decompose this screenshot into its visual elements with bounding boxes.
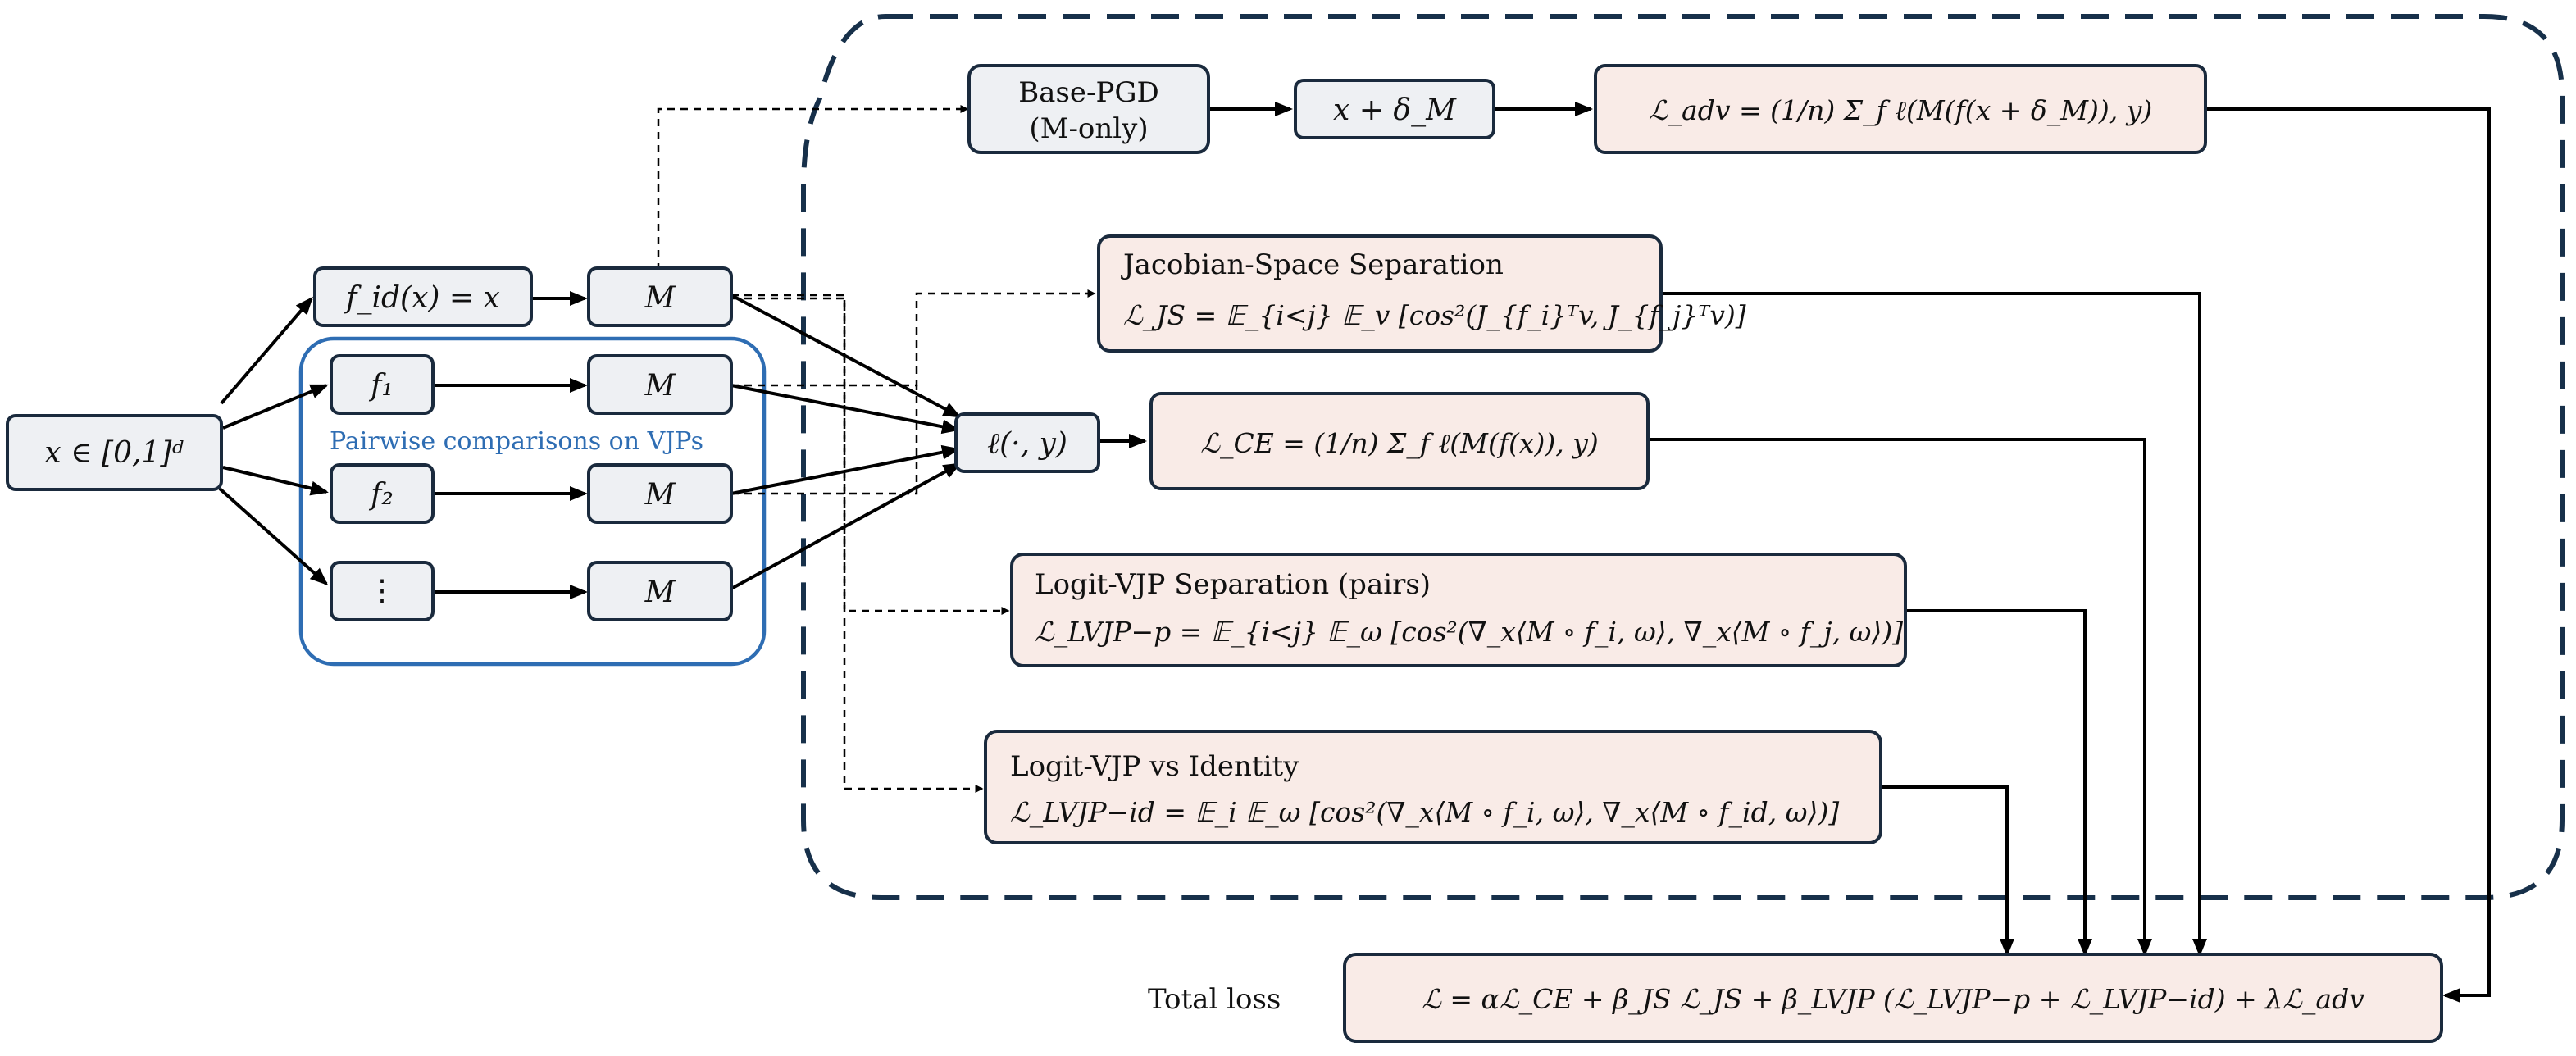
- dash-m2-js: [731, 385, 918, 495]
- model-box-f2: [587, 463, 733, 524]
- input-label: x ∈ [0,1]ᵈ: [44, 436, 184, 470]
- separation-region: [801, 14, 2565, 900]
- arrow-ce-total: [1648, 438, 2152, 957]
- pairwise-group-label: Pairwise comparisons on VJPs: [330, 427, 703, 456]
- base-pgd-line2: (M-only): [1029, 112, 1148, 145]
- arrow-input-f2: [222, 466, 329, 496]
- loss-fn-box: [954, 412, 1100, 473]
- lvjp-pairs-formula: ℒ_LVJP−p = 𝔼_{i<j} 𝔼_ω [cos²(∇_x⟨M ∘ f_i…: [1035, 616, 1903, 649]
- model-label-more: M: [644, 576, 676, 609]
- arrow-lvjpid-total: [1881, 785, 2014, 957]
- dash-model-pgd: [657, 105, 969, 271]
- transform-f1-box: [330, 354, 435, 415]
- model-box-f1: [587, 354, 733, 415]
- lvjp-pairs-title: Logit-VJP Separation (pairs): [1035, 568, 1431, 601]
- lvjp-identity-box: [984, 730, 1882, 844]
- arrow-input-fid: [220, 296, 313, 405]
- model-label-f1: M: [644, 369, 676, 403]
- pairwise-group: [298, 336, 767, 667]
- input-box: [6, 414, 223, 491]
- arrow-js-total: [1661, 292, 2207, 957]
- transform-f2-label: f₂: [368, 478, 394, 512]
- base-pgd-box: [967, 64, 1210, 154]
- js-loss-formula: ℒ_JS = 𝔼_{i<j} 𝔼_v [cos²(J_{f_i}ᵀv, J_{f…: [1123, 299, 1746, 332]
- perturbed-input-box: [1294, 79, 1495, 139]
- model-label-f2: M: [644, 478, 676, 512]
- identity-transform-label: f_id(x) = x: [344, 281, 500, 315]
- js-loss-title: Jacobian-Space Separation: [1121, 248, 1504, 281]
- dash-m1-js: [731, 289, 1096, 387]
- transform-more-box: [330, 561, 435, 621]
- transform-f1-label: f₁: [368, 369, 394, 403]
- perturbed-input-label: x + δ_M: [1333, 93, 1457, 127]
- adv-loss-formula: ℒ_adv = (1/n) Σ_f ℓ(M(f(x + δ_M)), y): [1649, 94, 2153, 127]
- arrow-adv-total: [2205, 107, 2491, 1003]
- ce-loss-box: [1149, 392, 1650, 490]
- model-box-more: [587, 561, 733, 621]
- dash-model-lvjpp: [731, 294, 1010, 615]
- arrow-input-more: [218, 487, 329, 585]
- total-loss-label: Total loss: [1148, 983, 1281, 1016]
- js-loss-box: [1097, 234, 1663, 353]
- identity-transform-box: [313, 266, 533, 327]
- ce-loss-formula: ℒ_CE = (1/n) Σ_f ℓ(M(f(x)), y): [1200, 427, 1599, 460]
- arrow-lvjpp-total: [1905, 609, 2092, 957]
- transform-more-label: ⋮: [367, 574, 397, 608]
- arrow-input-f1: [222, 384, 329, 430]
- loss-fn-label: ℓ(·, y): [987, 427, 1067, 461]
- total-loss-box: [1343, 953, 2443, 1043]
- lvjp-pairs-box: [1010, 553, 1907, 667]
- dash-model-lvjpid: [731, 297, 984, 793]
- adv-loss-box: [1594, 64, 2207, 154]
- total-loss-formula: ℒ = αℒ_CE + β_JS ℒ_JS + β_LVJP (ℒ_LVJP−p…: [1422, 983, 2364, 1016]
- base-pgd-line1: Base-PGD: [1018, 76, 1159, 109]
- lvjp-identity-formula: ℒ_LVJP−id = 𝔼_i 𝔼_ω [cos²(∇_x⟨M ∘ f_i, ω…: [1010, 796, 1839, 829]
- lvjp-identity-title: Logit-VJP vs Identity: [1010, 750, 1299, 783]
- model-label-identity: M: [644, 281, 676, 315]
- transform-f2-box: [330, 463, 435, 524]
- model-box-identity: [587, 266, 733, 327]
